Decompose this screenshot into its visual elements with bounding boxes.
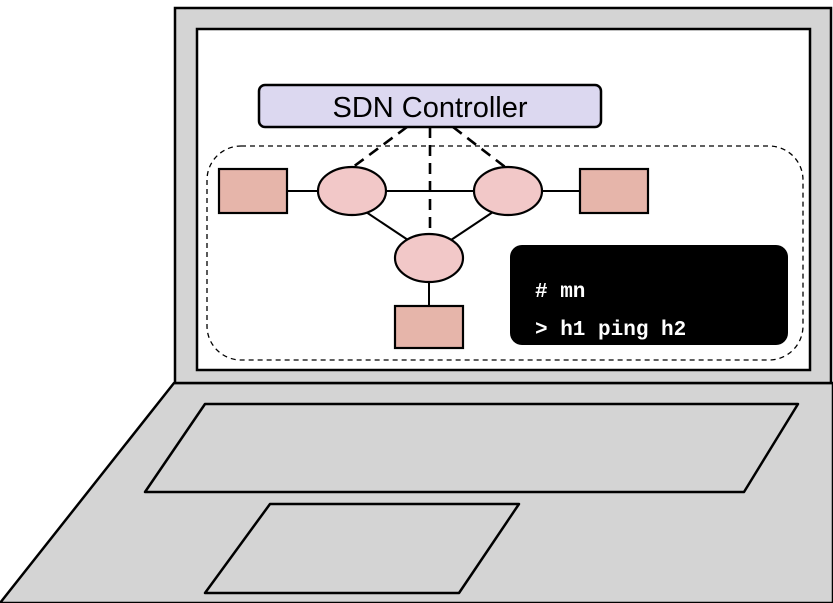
sdn-controller-label: SDN Controller xyxy=(333,92,528,124)
switch-bottom xyxy=(393,232,465,284)
keyboard-area xyxy=(143,402,800,494)
host-right xyxy=(578,167,650,215)
link-switch1-switch3 xyxy=(365,211,409,241)
terminal-line-1: # mn xyxy=(535,281,585,304)
host-bottom xyxy=(393,304,465,350)
terminal-line-2: > h1 ping h2 xyxy=(535,319,686,342)
control-link-right xyxy=(452,125,510,172)
control-link-left xyxy=(348,125,408,172)
touchpad xyxy=(203,502,521,595)
host-left xyxy=(217,167,289,215)
network-boundary xyxy=(206,145,804,361)
terminal-window xyxy=(510,245,788,345)
switch-left xyxy=(316,165,388,217)
sdn-controller-box xyxy=(257,83,603,129)
switch-right xyxy=(472,165,544,217)
link-switch2-switch3 xyxy=(450,211,494,241)
